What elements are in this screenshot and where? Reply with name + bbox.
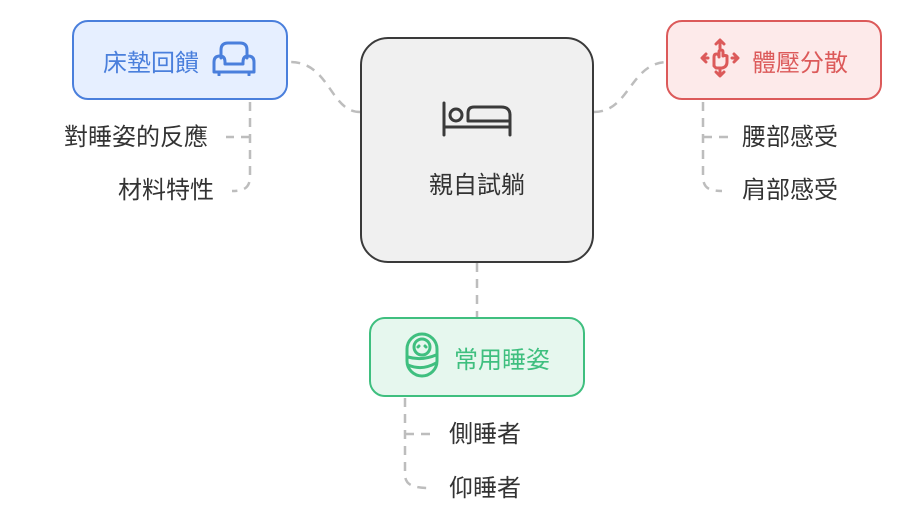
branch-pressure[interactable]: 體壓分散	[666, 20, 882, 100]
center-node[interactable]: 親自試躺	[360, 37, 594, 263]
branch-pressure-label: 體壓分散	[752, 48, 848, 77]
sofa-icon	[211, 40, 257, 80]
branch-mattress-label: 床墊回饋	[103, 48, 199, 77]
child-sleep-posture-response: 對睡姿的反應	[64, 123, 208, 151]
child-material-properties: 材料特性	[118, 176, 214, 204]
branch-posture[interactable]: 常用睡姿	[369, 317, 585, 397]
move-arrows-icon	[700, 38, 740, 82]
connector-center-pressure	[593, 60, 669, 114]
baby-icon	[404, 331, 440, 383]
connector-center-mattress	[289, 60, 361, 114]
connector-pressure-children	[701, 102, 723, 193]
child-waist-feel: 腰部感受	[742, 123, 838, 151]
branch-posture-label: 常用睡姿	[454, 345, 550, 374]
bed-icon	[441, 101, 513, 141]
child-shoulder-feel: 肩部感受	[742, 176, 838, 204]
child-side-sleeper: 側睡者	[449, 420, 521, 448]
branch-mattress[interactable]: 床墊回饋	[72, 20, 288, 100]
connector-mattress-children	[231, 102, 252, 193]
child-back-sleeper: 仰睡者	[449, 474, 521, 502]
connector-posture-children	[403, 398, 431, 490]
center-label: 親自試躺	[429, 170, 525, 199]
